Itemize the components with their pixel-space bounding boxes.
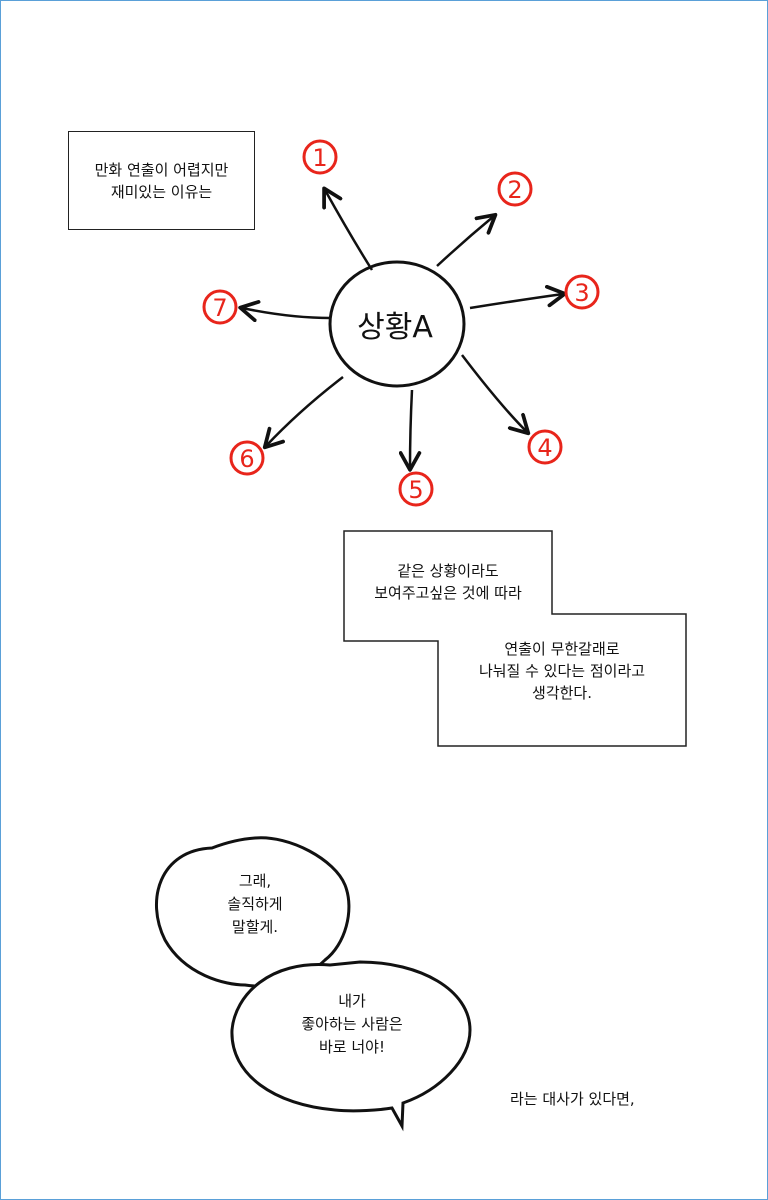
bubble-bottom-text: 내가 좋아하는 사람은 바로 너야! <box>232 990 472 1059</box>
number-badge-4: 4 <box>527 429 563 465</box>
caption-line-2: 재미있는 이유는 <box>110 182 213 201</box>
number-badge-2: 2 <box>497 171 533 207</box>
caption-line-1: 만화 연출이 어렵지만 <box>94 160 229 179</box>
arrow-5 <box>398 389 422 472</box>
stair-box-upper-text: 같은 상황이라도 보여주고싶은 것에 따라 <box>344 560 552 604</box>
arrow-2 <box>436 212 498 267</box>
bubble-bottom-line-3: 바로 너야! <box>319 1038 385 1056</box>
bubble-bottom-line-1: 내가 <box>338 992 366 1010</box>
bubble-top-line-2: 솔직하게 <box>227 895 283 913</box>
arrow-6 <box>262 376 344 450</box>
caption-box: 만화 연출이 어렵지만 재미있는 이유는 <box>68 131 255 230</box>
stair-box-lower-text: 연출이 무한갈래로 나눠질 수 있다는 점이라고 생각한다. <box>438 638 686 704</box>
number-label-3: 3 <box>574 279 589 307</box>
number-label-6: 6 <box>239 445 254 473</box>
number-label-2: 2 <box>507 176 522 204</box>
center-label: 상황A <box>357 310 433 345</box>
side-note: 라는 대사가 있다면, <box>510 1090 635 1108</box>
number-label-7: 7 <box>212 294 227 322</box>
number-badge-6: 6 <box>229 440 265 476</box>
stair-upper-line-2: 보여주고싶은 것에 따라 <box>374 584 522 602</box>
number-label-1: 1 <box>312 144 327 172</box>
number-badge-3: 3 <box>564 274 600 310</box>
center-circle <box>328 260 466 388</box>
bubble-top-line-3: 말할게. <box>231 918 279 936</box>
arrow-3 <box>469 284 567 310</box>
bubble-top-line-1: 그래, <box>238 872 272 890</box>
number-badge-7: 7 <box>202 289 238 325</box>
arrow-4 <box>461 354 531 436</box>
number-label-4: 4 <box>537 434 552 462</box>
speech-bubble-bottom <box>230 960 472 1132</box>
arrow-1 <box>322 186 374 271</box>
number-badge-1: 1 <box>302 139 338 175</box>
bubble-top-text: 그래, 솔직하게 말할게. <box>165 870 345 939</box>
bubble-bottom-line-2: 좋아하는 사람은 <box>301 1015 403 1033</box>
stair-box-outline <box>343 530 687 747</box>
stair-upper-line-1: 같은 상황이라도 <box>397 562 499 580</box>
arrow-7 <box>238 300 332 323</box>
number-badge-5: 5 <box>398 471 434 507</box>
number-label-5: 5 <box>408 476 423 504</box>
stair-lower-line-1: 연출이 무한갈래로 <box>504 640 620 658</box>
stair-lower-line-2: 나눠질 수 있다는 점이라고 <box>478 662 646 680</box>
stair-lower-line-3: 생각한다. <box>532 684 592 702</box>
